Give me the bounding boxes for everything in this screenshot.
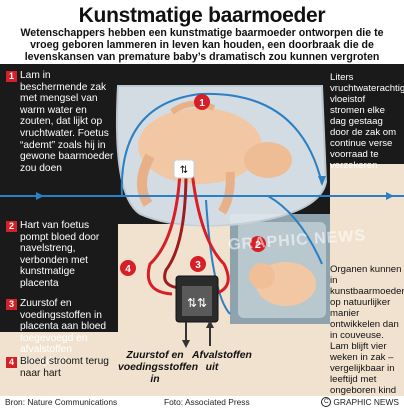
fluid-annotation: Liters vruchtwaterachtige vloeistof stro… [330,72,404,171]
step-4: 4 Bloed stroomt terug naar hart [6,356,116,379]
fluid-flow-line [0,92,404,315]
svg-text:4: 4 [125,264,131,275]
left-dark-panel [0,64,118,332]
marker-2: 2 [250,236,266,252]
step-2: 2 Hart van foetus pompt bloed door navel… [6,220,114,290]
inflow-label: Zuurstof en voedingsstoffen in [118,350,199,385]
copyright: C GRAPHIC NEWS [321,397,399,407]
svg-text:1: 1 [199,98,205,109]
svg-text:⇅: ⇅ [180,165,188,176]
copyright-icon: C [321,397,332,407]
step-4-badge: 4 [6,357,17,368]
svg-text:3: 3 [195,260,201,271]
marker-3: 3 [190,256,206,272]
artificial-placenta: ⇅⇅ [175,275,219,348]
step-2-text: Hart van foetus pompt bloed door navelst… [20,220,100,289]
marker-4: 4 [120,260,136,276]
step-3: 3 Zuurstof en voedingsstoffen in placent… [6,298,118,368]
page-subtitle: Wetenschappers hebben een kunstmatige ba… [20,27,384,63]
outflow-label: Afvalstoffen uit [192,350,252,373]
step-4-text: Bloed stroomt terug naar hart [20,356,109,379]
step-3-text: Zuurstof en voedingsstoffen in placenta … [20,298,107,367]
step-3-badge: 3 [6,299,17,310]
diagram-illustration: ⇅ ⇅⇅ 1 2 3 [0,64,404,348]
marker-1: 1 [194,94,210,110]
step-1-badge: 1 [6,71,17,82]
svg-text:2: 2 [255,240,261,251]
photo-credit: Foto: Associated Press [164,397,250,407]
right-dark-panel [330,64,404,164]
lamb-foetus [137,100,292,215]
step-1: 1 Lam in beschermende zak met mengsel va… [6,70,114,174]
illustration-panel: ⇅ ⇅⇅ 1 2 3 [0,64,404,396]
source-credit: Bron: Nature Communications [5,397,118,407]
copyright-text: GRAPHIC NEWS [333,397,399,407]
organs-annotation: Organen kunnen in kunstbaarmoeder op nat… [330,264,404,396]
step-2-badge: 2 [6,221,17,232]
svg-text:⇅⇅: ⇅⇅ [187,296,207,310]
umbilical-tubes: ⇅ [146,159,230,296]
page-title: Kunstmatige baarmoeder [78,4,326,27]
step-1-text: Lam in beschermende zak met mengsel van … [20,70,114,174]
